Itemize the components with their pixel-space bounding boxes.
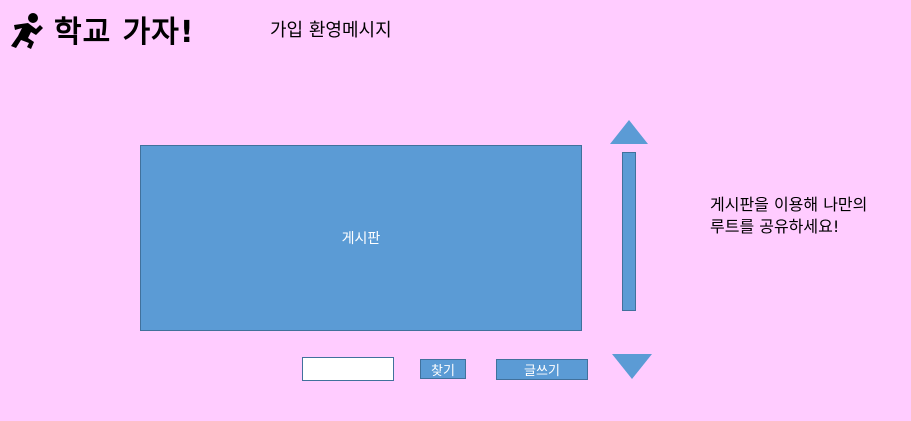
board-promo-line-2: 루트를 공유하세요!: [710, 217, 840, 236]
triangle-up-icon[interactable]: [610, 120, 648, 144]
write-post-button[interactable]: 글쓰기: [496, 359, 588, 380]
scrollbar-track[interactable]: [622, 152, 636, 311]
write-post-button-label: 글쓰기: [524, 364, 560, 379]
running-person-icon: [11, 13, 43, 49]
search-input[interactable]: [302, 357, 394, 381]
welcome-message: 가입 환영메시지: [270, 20, 392, 41]
board-promo-line-1: 게시판을 이용해 나만의: [710, 195, 868, 214]
bulletin-board-label: 게시판: [341, 231, 381, 247]
bulletin-board[interactable]: 게시판: [140, 145, 582, 331]
triangle-down-icon[interactable]: [612, 354, 652, 379]
search-button[interactable]: 찾기: [420, 359, 466, 379]
app-logo-text: 학교 가자!: [54, 15, 195, 50]
search-button-label: 찾기: [431, 363, 455, 379]
board-promo-text: 게시판을 이용해 나만의 루트를 공유하세요!: [710, 194, 910, 238]
